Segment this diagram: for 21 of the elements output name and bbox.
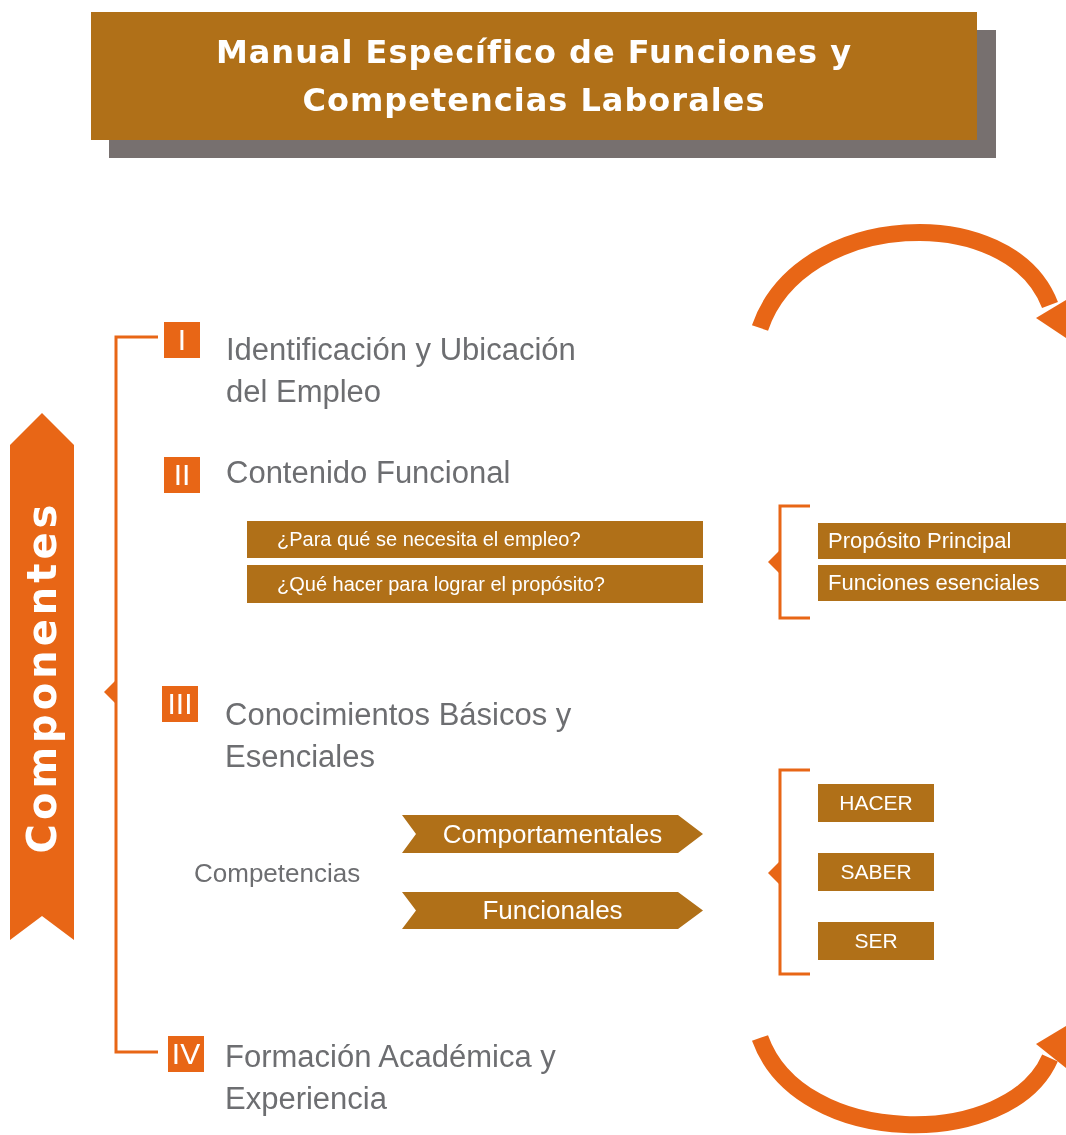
label-bar: ¿Para qué se necesita el empleo? xyxy=(247,521,703,558)
label-bar: Funciones esenciales xyxy=(818,565,1066,601)
label-bar: ¿Qué hacer para lograr el propósito? xyxy=(247,565,703,603)
section-heading: Formación Académica y Experiencia xyxy=(225,1038,557,1118)
section-heading: Identificación y Ubicación del Empleo xyxy=(226,331,577,411)
roman-numeral: IV xyxy=(168,1036,204,1072)
roman-numeral: II xyxy=(164,457,200,493)
arrow-banner xyxy=(10,413,74,940)
label-bar: SER xyxy=(818,922,934,960)
label-bar: HACER xyxy=(818,784,934,822)
label-bar: Propósito Principal xyxy=(818,523,1066,559)
banner-title: Componentes xyxy=(19,500,65,853)
label-bar: SABER xyxy=(818,853,934,891)
section-heading: Contenido Funcional xyxy=(226,454,512,492)
chevron-arrow: Comportamentales xyxy=(402,815,703,853)
title-banner: Manual Específico de Funciones y Competencias Laborales xyxy=(91,12,977,140)
side-label: Competencias xyxy=(194,858,361,889)
roman-numeral: III xyxy=(162,686,198,722)
chevron-arrow: Funcionales xyxy=(402,892,703,929)
section-heading: Conocimientos Básicos y Esenciales xyxy=(225,696,573,776)
roman-numeral: I xyxy=(164,322,200,358)
